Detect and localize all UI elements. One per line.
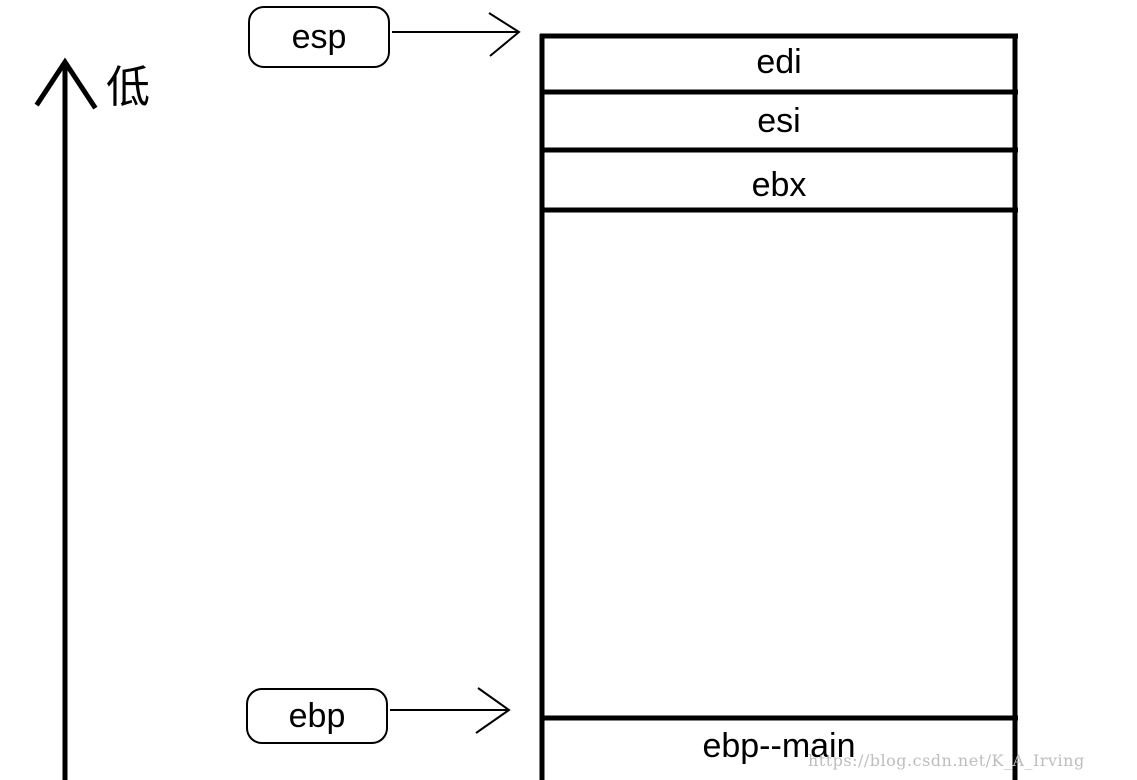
direction-label: 低 [106, 62, 150, 113]
ebp-pointer-label: ebp [246, 688, 388, 744]
ebp-arrowhead-icon [475, 687, 511, 734]
ebp-arrow [390, 687, 511, 734]
esp-pointer-label: esp [248, 6, 390, 68]
watermark: https://blog.csdn.net/K_A_Irving [808, 751, 1085, 770]
axis-arrowhead-icon [34, 57, 98, 110]
stack-frame [539, 33, 1018, 780]
direction-axis [34, 57, 98, 780]
stack-cell-edi: edi [756, 43, 802, 81]
esp-arrowhead-icon [488, 12, 521, 57]
stack-cell-ebx: ebx [751, 166, 807, 204]
stack-cell-esi: esi [757, 102, 801, 140]
stack-cell-ebp-main: ebp--main [702, 727, 856, 765]
esp-arrow [392, 12, 521, 57]
